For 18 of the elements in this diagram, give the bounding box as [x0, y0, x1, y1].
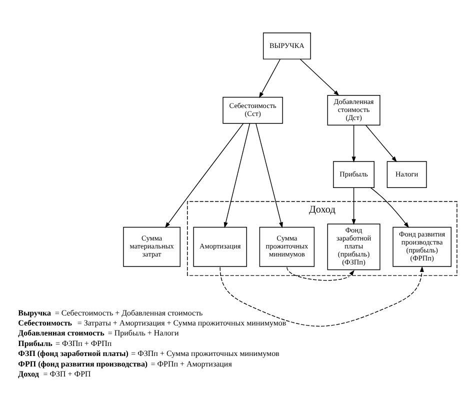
label: Доход = ФЗП + ФРП: [18, 368, 91, 378]
label: Себестоимость = Затраты + Амортизация + Сумма прожиточных минимумов: [18, 318, 286, 328]
arrow: [286, 266, 354, 280]
label: Прибыль = ФЗПп + ФРПп: [18, 338, 112, 348]
label: ФРП (фонд развития производства) = ФРПп + Амортизация: [18, 358, 232, 368]
label: Добавленная стоимость = Прибыль + Налоги: [18, 328, 179, 338]
arrow: [365, 124, 397, 162]
arrow: [224, 122, 250, 228]
arrow: [300, 58, 340, 96]
arrow: [370, 186, 410, 228]
arrow: [164, 122, 244, 228]
arrow: [352, 187, 356, 224]
label: Выручка = Себестоимость + Добавленная стоимость: [18, 308, 203, 317]
arrow: [256, 122, 283, 228]
arrow: [352, 124, 356, 162]
arrow: [259, 58, 281, 98]
label: ФЗП (фонд заработной платы) = ФЗПп + Сумма прожиточных минимумов: [18, 348, 280, 358]
arrow: [220, 266, 424, 326]
